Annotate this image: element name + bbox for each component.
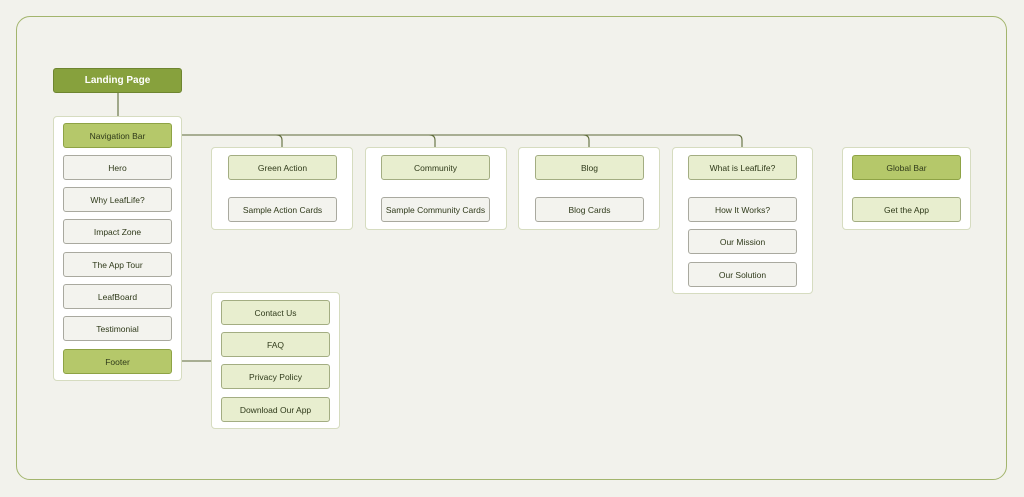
hero-node: Hero <box>63 155 172 180</box>
navigation-bar-node: Navigation Bar <box>63 123 172 148</box>
impact-zone-node: Impact Zone <box>63 219 172 244</box>
how-it-works-node: How It Works? <box>688 197 797 222</box>
global-bar-node: Global Bar <box>852 155 961 180</box>
contact-us-node: Contact Us <box>221 300 330 325</box>
our-solution-node: Our Solution <box>688 262 797 287</box>
footer-node: Footer <box>63 349 172 374</box>
sample-community-cards-node: Sample Community Cards <box>381 197 490 222</box>
community-node: Community <box>381 155 490 180</box>
why-leaflife-node: Why LeafLife? <box>63 187 172 212</box>
blog-cards-node: Blog Cards <box>535 197 644 222</box>
our-mission-node: Our Mission <box>688 229 797 254</box>
leafboard-node: LeafBoard <box>63 284 172 309</box>
testimonial-node: Testimonial <box>63 316 172 341</box>
landing-page-node: Landing Page <box>53 68 182 93</box>
app-tour-node: The App Tour <box>63 252 172 277</box>
sample-action-cards-node: Sample Action Cards <box>228 197 337 222</box>
what-is-leaflife-node: What is LeafLife? <box>688 155 797 180</box>
blog-node: Blog <box>535 155 644 180</box>
faq-node: FAQ <box>221 332 330 357</box>
get-the-app-node: Get the App <box>852 197 961 222</box>
diagram-frame <box>16 16 1007 480</box>
green-action-node: Green Action <box>228 155 337 180</box>
download-our-app-node: Download Our App <box>221 397 330 422</box>
privacy-policy-node: Privacy Policy <box>221 364 330 389</box>
